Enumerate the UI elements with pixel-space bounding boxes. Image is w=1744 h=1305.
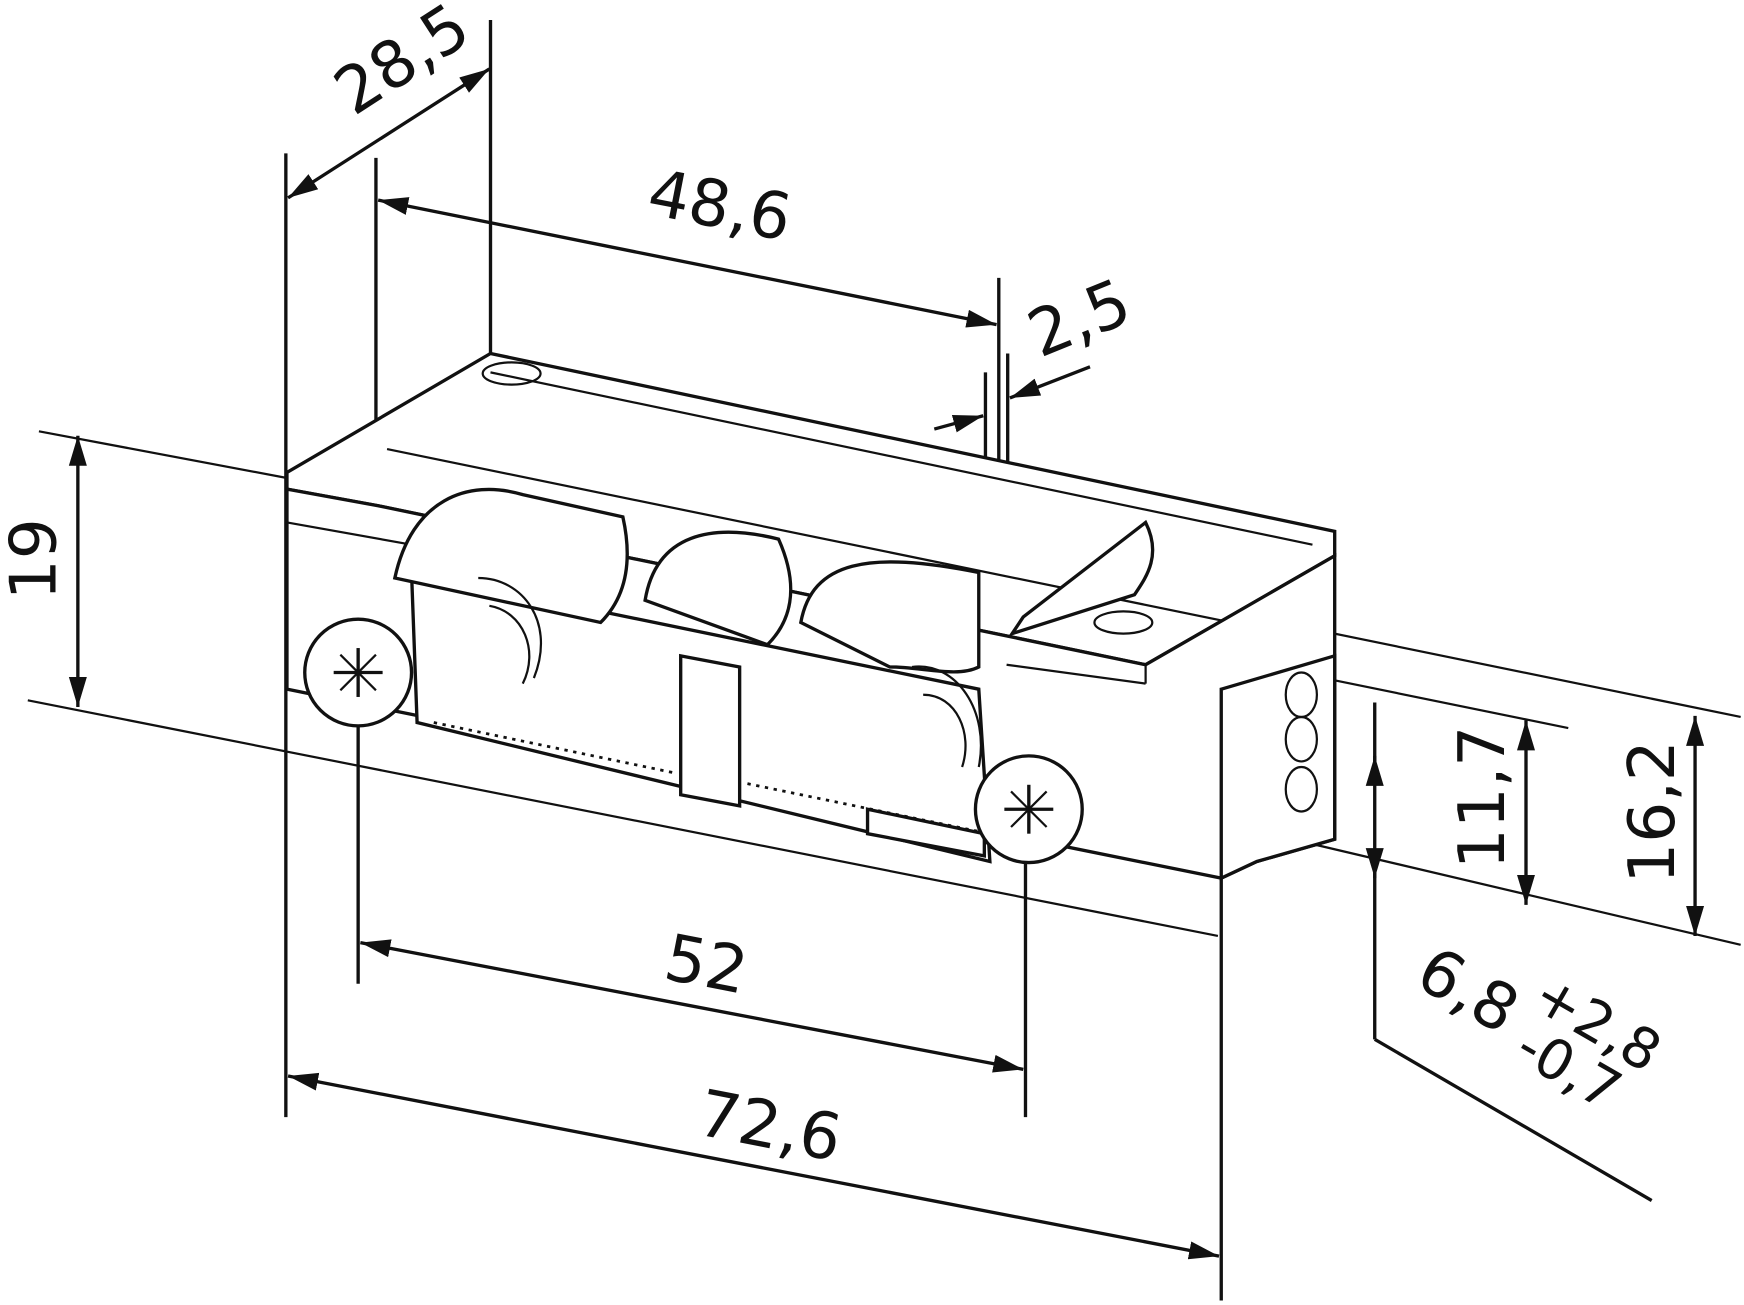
- dim-total-length: 72,6: [692, 1076, 847, 1177]
- dim-depth: 28,5: [322, 0, 483, 130]
- dim-end-height: 16,2: [1615, 740, 1690, 884]
- dim-latch-offset: 6,8: [1405, 933, 1531, 1049]
- strike-body: [285, 351, 1337, 881]
- dim-mid-height: 11,7: [1445, 726, 1520, 870]
- dim-lip: 2,5: [1018, 265, 1141, 373]
- dimension-lines: [68, 67, 1705, 1260]
- dim-screw-spacing: 52: [659, 920, 754, 1009]
- screw-right: [973, 754, 1084, 865]
- dim-height: 19: [0, 518, 72, 600]
- screw-left: [303, 617, 414, 728]
- dim-inner-length: 48,6: [642, 156, 797, 257]
